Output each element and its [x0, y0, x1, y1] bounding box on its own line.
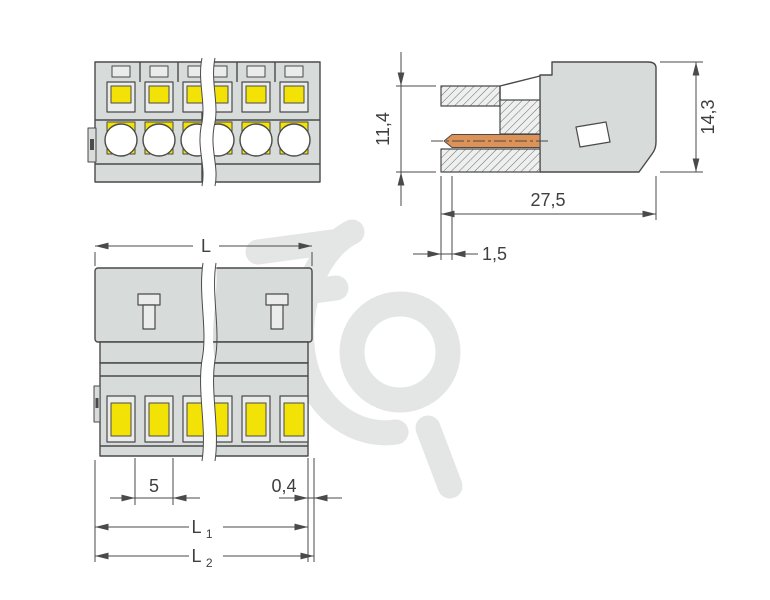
actuation-slot: [284, 65, 304, 78]
clamp-spring-yellow: [245, 85, 267, 104]
dim-l1-base: L: [191, 517, 201, 537]
latch-stem: [270, 304, 284, 330]
break-line: [200, 262, 205, 462]
break-gap: [200, 263, 217, 461]
clamp-spring-yellow: [110, 85, 132, 104]
watermark-ring: [339, 291, 461, 413]
front-view: [87, 57, 321, 187]
coding-tab-mark: [90, 139, 94, 150]
housing-outline: [539, 61, 657, 173]
break-line: [212, 57, 217, 187]
dimension-lines: [94, 52, 703, 562]
break-line: [199, 57, 204, 187]
contact-yellow: [110, 402, 132, 437]
dimension-labels: 11,4 14,3 27,5 1,5 L 5 0,4 L 1 L 2: [149, 99, 718, 570]
conductor-entry-circle: [104, 123, 138, 157]
conductor-entry-circle: [277, 123, 311, 157]
actuation-slot: [246, 65, 266, 78]
shell-top-edge: [499, 75, 541, 87]
side-section-view: [431, 61, 657, 173]
dim-label-l2: L 2: [191, 546, 212, 570]
section-hatch-top: [440, 85, 501, 107]
section-hatch-bottom: [440, 148, 541, 173]
watermark-tail: [415, 415, 463, 499]
dim-label-depth: 27,5: [530, 190, 565, 210]
latch-cap: [137, 293, 161, 306]
break-line: [213, 262, 218, 462]
dim-l2-sub: 2: [206, 556, 213, 570]
dim-label-pin-setback: 1,5: [482, 244, 507, 264]
dim-label-length: L: [201, 236, 211, 256]
conductor-entry-circle: [239, 123, 273, 157]
dim-label-edge-gap: 0,4: [271, 476, 296, 496]
clamp-spring-yellow: [283, 85, 305, 104]
contact-yellow: [245, 402, 267, 437]
contact-yellow: [148, 402, 170, 437]
dim-label-front-height: 11,4: [373, 112, 393, 146]
dim-label-total-height: 14,3: [698, 99, 718, 134]
vent-slot: [575, 121, 611, 148]
clamp-spring-yellow: [148, 85, 170, 104]
contact-yellow: [283, 402, 305, 437]
top-view: [93, 262, 313, 462]
actuation-slot: [149, 65, 169, 78]
dim-l1-sub: 1: [206, 527, 213, 541]
break-gap: [199, 58, 217, 186]
dim-label-pitch: 5: [149, 476, 159, 496]
dim-l2-base: L: [191, 546, 201, 566]
dim-label-l1: L 1: [191, 517, 212, 541]
coding-tab-mark: [95, 398, 99, 408]
latch-stem: [142, 304, 156, 330]
section-hatch-core: [499, 99, 541, 135]
conductor-entry-circle: [142, 123, 176, 157]
actuation-slot: [111, 65, 131, 78]
latch-cap: [265, 293, 289, 306]
